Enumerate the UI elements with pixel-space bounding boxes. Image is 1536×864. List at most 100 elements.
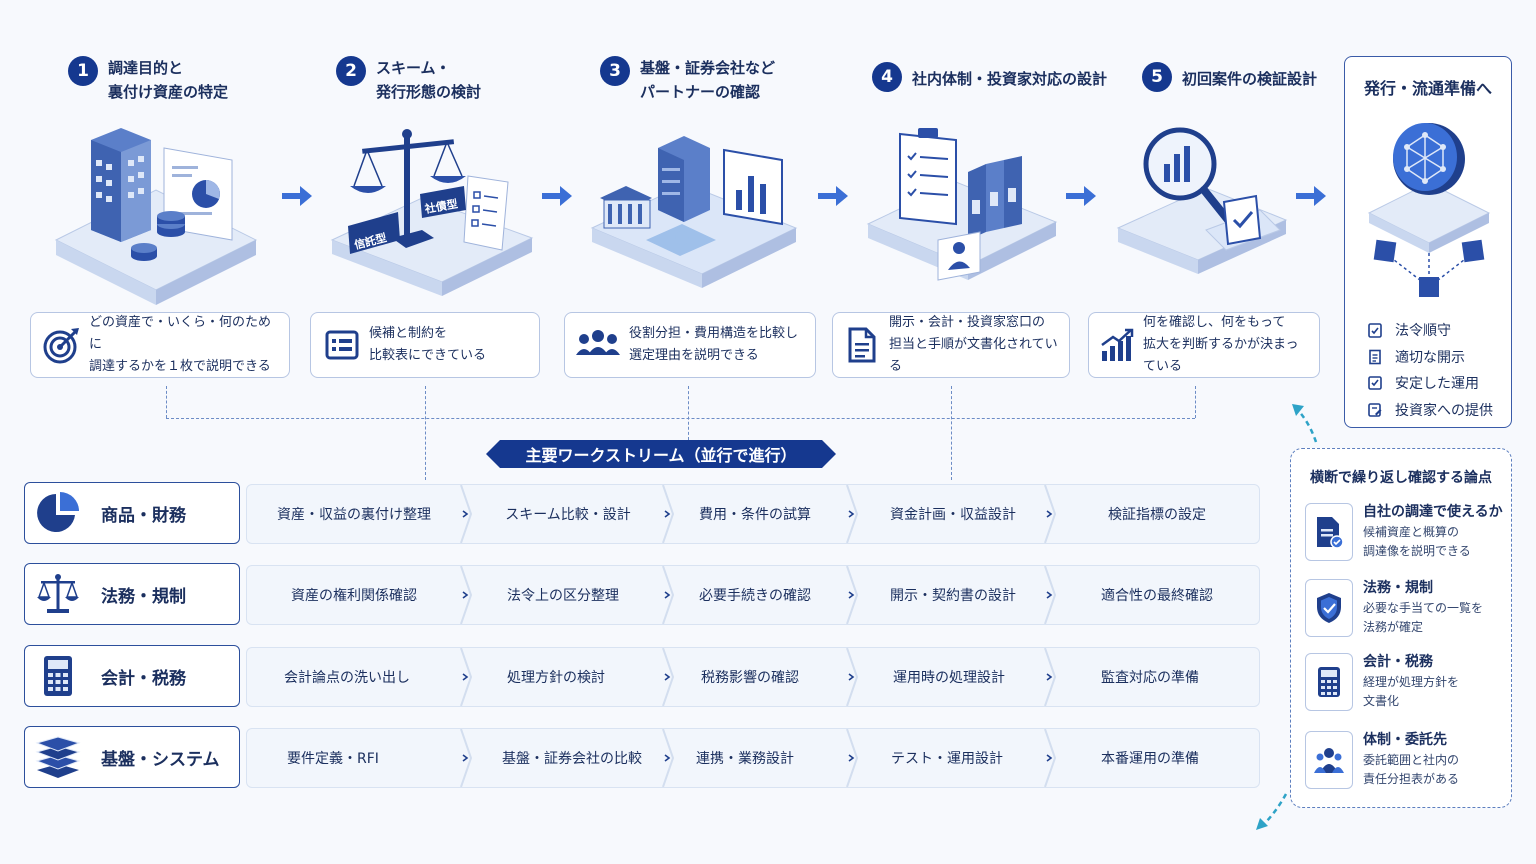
loop-arrow-down-icon <box>1256 793 1288 830</box>
task-cell: 資産の権利関係確認 <box>291 588 417 604</box>
workstream-accounting-tax: 会計・税務 <box>24 645 240 707</box>
caption-text: 役割分担・費用構造を比較し 選定理由を説明できる <box>629 326 799 363</box>
task-cell: 要件定義・RFI <box>287 751 379 767</box>
caption-text: 開示・会計・投資家窓口の 担当と手順が文書化されている <box>889 315 1058 374</box>
workstream-product-finance: 商品・財務 <box>24 482 240 544</box>
checkbox-icon <box>1368 376 1382 391</box>
workstream-label: 基盤・システム <box>101 749 220 770</box>
chevron-right-icon <box>460 729 473 787</box>
chevron-right-icon <box>1044 566 1057 624</box>
cross-item-body: 経理が処理方針を 文書化 <box>1363 675 1460 708</box>
scales-illustration: 信託型 社債型 <box>330 129 534 296</box>
workstream-label: 商品・財務 <box>101 505 186 526</box>
final-item: 投資家への提供 <box>1367 397 1493 424</box>
table-icon <box>325 330 359 360</box>
cross-check-item: 体制・委託先 委託範囲と社内の 責任分担表がある <box>1305 729 1505 799</box>
task-cell: 税務影響の確認 <box>701 670 799 686</box>
final-item-label: 投資家への提供 <box>1395 402 1493 419</box>
cross-item-body: 必要な手当ての一覧を 法務が確定 <box>1363 601 1484 634</box>
people-icon <box>1314 748 1344 773</box>
task-cell: 基盤・証券会社の比較 <box>502 751 642 767</box>
connector-line <box>951 386 952 480</box>
step-number: 1 <box>68 56 98 86</box>
task-cell: テスト・運用設計 <box>891 751 1003 767</box>
chevron-right-icon <box>662 729 675 787</box>
target-icon <box>43 328 79 364</box>
cross-item-title: 体制・委託先 <box>1363 732 1447 748</box>
step-number: 2 <box>336 56 366 86</box>
chevron-right-icon <box>460 566 473 624</box>
step-4-caption: 開示・会計・投資家窓口の 担当と手順が文書化されている <box>832 312 1070 378</box>
edit-document-icon <box>1368 402 1382 417</box>
step-3-caption: 役割分担・費用構造を比較し 選定理由を説明できる <box>564 312 816 378</box>
task-cell: 監査対応の準備 <box>1101 670 1199 686</box>
chevron-right-icon <box>1044 485 1057 543</box>
step-5-caption: 何を確認し、何をもって 拡大を判断するかが決まっている <box>1088 312 1320 378</box>
workstream-label: 法務・規制 <box>101 586 186 607</box>
cross-item-title: 自社の調達で使えるか <box>1363 504 1503 520</box>
panel-title: 横断で繰り返し確認する論点 <box>1310 470 1492 486</box>
final-item-label: 適切な開示 <box>1395 349 1465 366</box>
step-4-header: 4 社内体制・投資家対応の設計 <box>872 62 1107 96</box>
final-item: 安定した運用 <box>1367 370 1493 397</box>
connector-line <box>166 418 1195 419</box>
caption-text: どの資産で・いくら・何のために 調達するかを１枚で説明できる <box>89 315 272 374</box>
layers-icon <box>35 736 81 778</box>
chevron-right-icon <box>662 648 675 706</box>
task-cell: 適合性の最終確認 <box>1101 588 1213 604</box>
flow-arrow-icon <box>1066 186 1096 206</box>
growth-chart-icon <box>1101 328 1134 361</box>
connector-line <box>425 386 426 480</box>
partner-puzzle-illustration <box>590 136 798 288</box>
workstream-tasks-row: 資産の権利関係確認 法令上の区分整理 必要手続きの確認 開示・契約書の設計 適合… <box>246 565 1260 625</box>
step-number: 3 <box>600 56 630 86</box>
flow-arrow-icon <box>818 186 848 206</box>
blockchain-token-icon <box>1367 123 1491 297</box>
cross-item-title: 法務・規制 <box>1363 580 1433 596</box>
final-item-label: 安定した運用 <box>1395 376 1479 393</box>
workstream-banner: 主要ワークストリーム（並行で進行） <box>486 440 836 468</box>
chevron-right-icon <box>846 648 859 706</box>
calculator-icon <box>1318 667 1340 697</box>
building-document-illustration <box>54 128 258 305</box>
chevron-right-icon <box>1044 729 1057 787</box>
connector-line <box>1195 386 1196 418</box>
pie-chart-icon <box>37 492 79 532</box>
chevron-right-icon <box>846 729 859 787</box>
step-5-header: 5 初回案件の検証設計 <box>1142 62 1317 96</box>
flow-arrow-icon <box>542 186 572 206</box>
workstream-legal-regulatory: 法務・規制 <box>24 563 240 625</box>
final-item: 法令順守 <box>1367 317 1493 344</box>
task-cell: 運用時の処理設計 <box>893 670 1005 686</box>
svg-text:社債型: 社債型 <box>423 196 459 216</box>
calculator-icon <box>44 656 72 696</box>
document-check-icon <box>1317 517 1344 549</box>
step-1-caption: どの資産で・いくら・何のために 調達するかを１枚で説明できる <box>30 312 290 378</box>
workstream-platform-system: 基盤・システム <box>24 726 240 788</box>
scales-icon <box>37 574 79 613</box>
issuance-readiness-panel: 発行・流通準備へ 法令順守 適切な開示 安定した運用 投資家 <box>1344 56 1512 428</box>
step-title: 調達目的と 裏付け資産の特定 <box>108 59 229 101</box>
cross-check-item: 法務・規制 必要な手当ての一覧を 法務が確定 <box>1305 577 1505 647</box>
cross-item-title: 会計・税務 <box>1363 654 1433 670</box>
workstream-label: 会計・税務 <box>101 668 186 689</box>
panel-title: 発行・流通準備へ <box>1363 79 1492 98</box>
task-cell: 費用・条件の試算 <box>699 507 811 523</box>
chevron-right-icon <box>846 566 859 624</box>
task-cell: 検証指標の設定 <box>1108 507 1206 523</box>
workstream-tasks-row: 会計論点の洗い出し 処理方針の検討 税務影響の確認 運用時の処理設計 監査対応の… <box>246 647 1260 707</box>
document-icon <box>848 327 876 363</box>
final-item-label: 法令順守 <box>1395 323 1451 340</box>
step-title: スキーム・ 発行形態の検討 <box>376 59 482 101</box>
task-cell: スキーム比較・設計 <box>505 507 631 523</box>
step-3-header: 3 基盤・証券会社など パートナーの確認 <box>600 56 775 104</box>
shield-check-icon <box>1317 593 1341 623</box>
task-cell: 必要手続きの確認 <box>699 588 811 604</box>
task-cell: 資金計画・収益設計 <box>890 507 1016 523</box>
chevron-right-icon <box>846 485 859 543</box>
chevron-right-icon <box>460 485 473 543</box>
step-1-header: 1 調達目的と 裏付け資産の特定 <box>68 56 228 104</box>
task-cell: 会計論点の洗い出し <box>284 670 410 686</box>
bond-type-tag: 社債型 <box>420 186 466 218</box>
step-number: 4 <box>872 62 902 92</box>
